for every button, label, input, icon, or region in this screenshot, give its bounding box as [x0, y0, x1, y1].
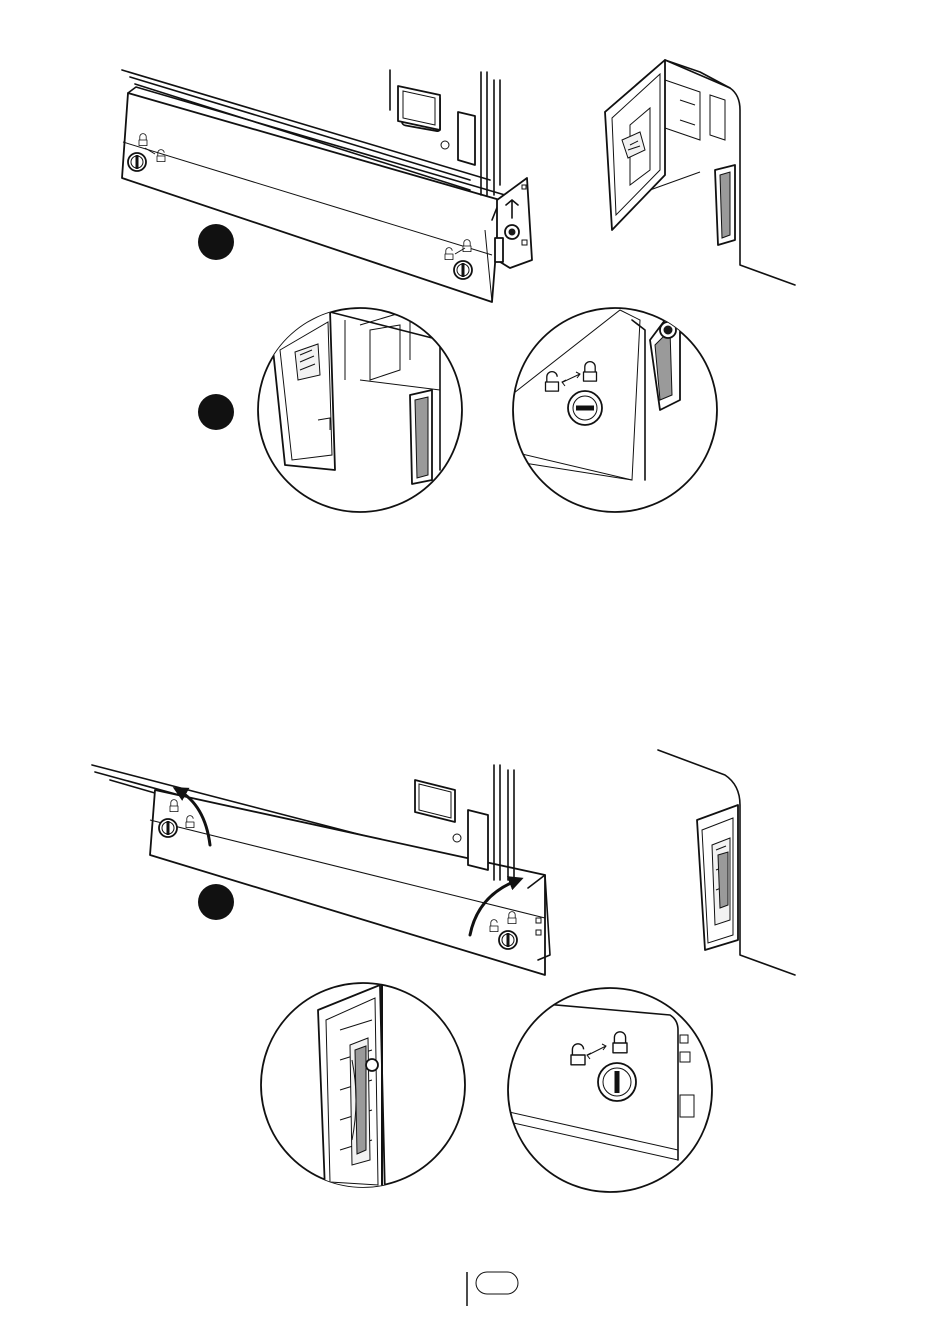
detail-hinge-circle-lower [261, 983, 465, 1195]
figure-step-2 [198, 308, 717, 512]
page-footer [467, 1272, 518, 1306]
figure-step-3-cabinet [658, 750, 795, 975]
step-marker-1 [198, 224, 234, 260]
step-marker-2 [198, 394, 234, 430]
detail-hinge-circle [258, 308, 462, 512]
figure-step-1 [122, 70, 532, 302]
language-badge [476, 1272, 518, 1294]
kick-plate-panel [122, 93, 500, 302]
figure-step-3-details [261, 983, 712, 1195]
detail-knob-circle [505, 308, 717, 512]
step-marker-3 [198, 884, 234, 920]
label-plate-lower [415, 780, 455, 822]
detail-knob-circle-lower [500, 988, 712, 1192]
figure-step-1-cabinet [605, 60, 795, 285]
figure-step-3 [92, 765, 550, 975]
